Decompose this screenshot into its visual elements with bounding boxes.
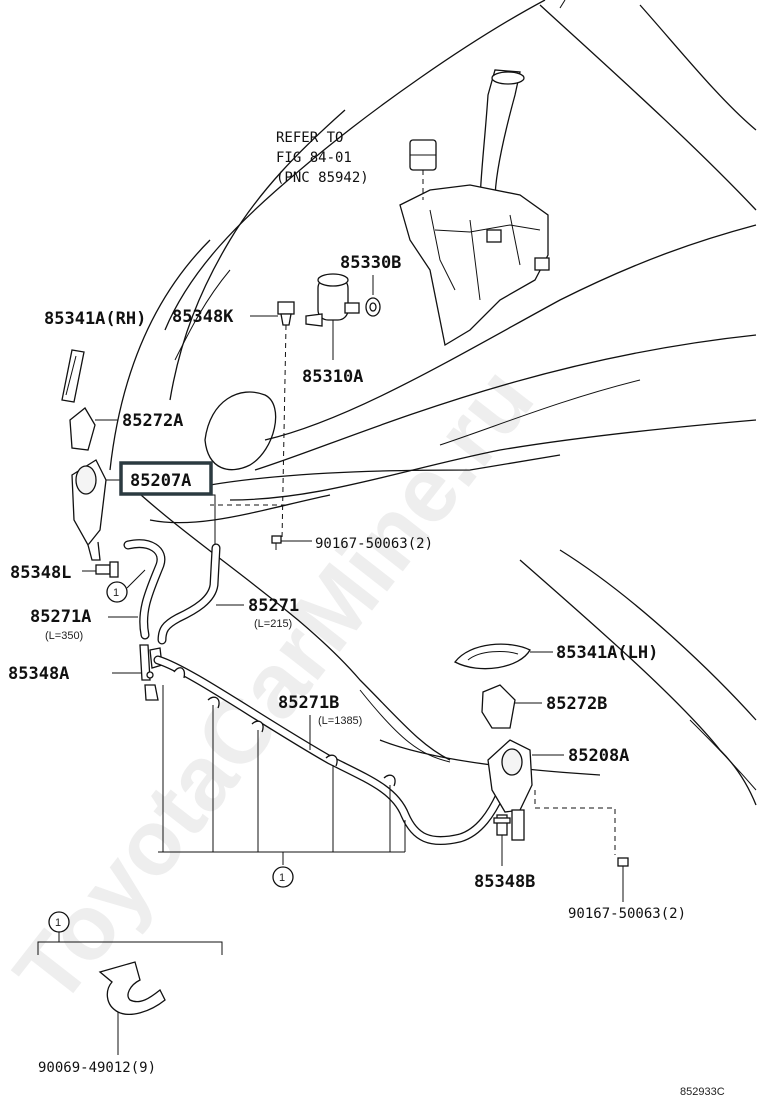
joint-85348L bbox=[95, 561, 119, 578]
nozzle-85208A bbox=[487, 739, 533, 841]
label-85348L: 85348L bbox=[10, 563, 71, 583]
dashed-line-85348K bbox=[281, 324, 287, 541]
hose-85271 bbox=[157, 543, 221, 645]
label-85341A-rh: 85341A(RH) bbox=[44, 309, 146, 329]
label-85330B: 85330B bbox=[340, 253, 401, 273]
bolt-upper bbox=[271, 535, 282, 550]
bolt-lower bbox=[617, 857, 629, 875]
hose-clips bbox=[158, 667, 406, 865]
label-85207A: 85207A bbox=[130, 471, 191, 491]
joint-85348B bbox=[493, 814, 511, 836]
washer-tank bbox=[399, 69, 550, 347]
label-85348B: 85348B bbox=[474, 872, 535, 892]
label-85341A-lh: 85341A(LH) bbox=[556, 643, 658, 663]
vehicle-body-outline bbox=[109, 0, 757, 806]
callout-number: 1 bbox=[55, 917, 61, 929]
callout-1-top: 1 bbox=[106, 569, 146, 603]
diagram-code: 852933C bbox=[680, 1086, 725, 1098]
bracket-85272B bbox=[481, 684, 516, 729]
clip-detail: 1 bbox=[37, 911, 223, 1055]
label-90167-lower: 90167-50063(2) bbox=[568, 906, 686, 922]
label-85272B: 85272B bbox=[546, 694, 607, 714]
label-85271B-length: (L=1385) bbox=[318, 715, 362, 727]
part-labels: 85330B 85341A(RH) 85348K 85310A 85272A 8… bbox=[8, 253, 725, 1098]
refer-note-line3: (PNC 85942) bbox=[276, 170, 369, 186]
callout-1-middle: 1 bbox=[272, 866, 294, 888]
joint-85348K bbox=[277, 301, 295, 326]
refer-note-line1: REFER TO bbox=[276, 130, 343, 146]
label-85271A: 85271A bbox=[30, 607, 91, 627]
label-85208A: 85208A bbox=[568, 746, 629, 766]
cover-85341A-lh bbox=[454, 643, 531, 670]
label-85310A: 85310A bbox=[302, 367, 363, 387]
refer-note: REFER TO FIG 84-01 (PNC 85942) bbox=[276, 130, 369, 186]
label-85271B: 85271B bbox=[278, 693, 339, 713]
connector-part bbox=[409, 139, 437, 171]
label-85348A: 85348A bbox=[8, 664, 69, 684]
callout-number: 1 bbox=[279, 872, 285, 884]
hose-85271A bbox=[123, 539, 166, 640]
washer-pump-85310A bbox=[305, 273, 381, 327]
hose-85271B bbox=[153, 655, 505, 846]
dashed-line-lh-bolt bbox=[534, 790, 616, 855]
cover-85341A-rh bbox=[61, 349, 85, 403]
bracket-85272A bbox=[69, 407, 96, 451]
callout-number: 1 bbox=[113, 587, 119, 599]
label-90167-upper: 90167-50063(2) bbox=[315, 536, 433, 552]
highlight-box-85207A bbox=[119, 461, 213, 496]
label-85272A: 85272A bbox=[122, 411, 183, 431]
label-85271A-length: (L=350) bbox=[45, 630, 83, 642]
joint-dot bbox=[146, 671, 154, 679]
label-85271-length: (L=215) bbox=[254, 618, 292, 630]
label-85271: 85271 bbox=[248, 596, 299, 616]
label-90069: 90069-49012(9) bbox=[38, 1060, 156, 1076]
refer-note-line2: FIG 84-01 bbox=[276, 150, 352, 166]
nozzle-85207A bbox=[71, 459, 107, 561]
label-85348K: 85348K bbox=[172, 307, 234, 327]
